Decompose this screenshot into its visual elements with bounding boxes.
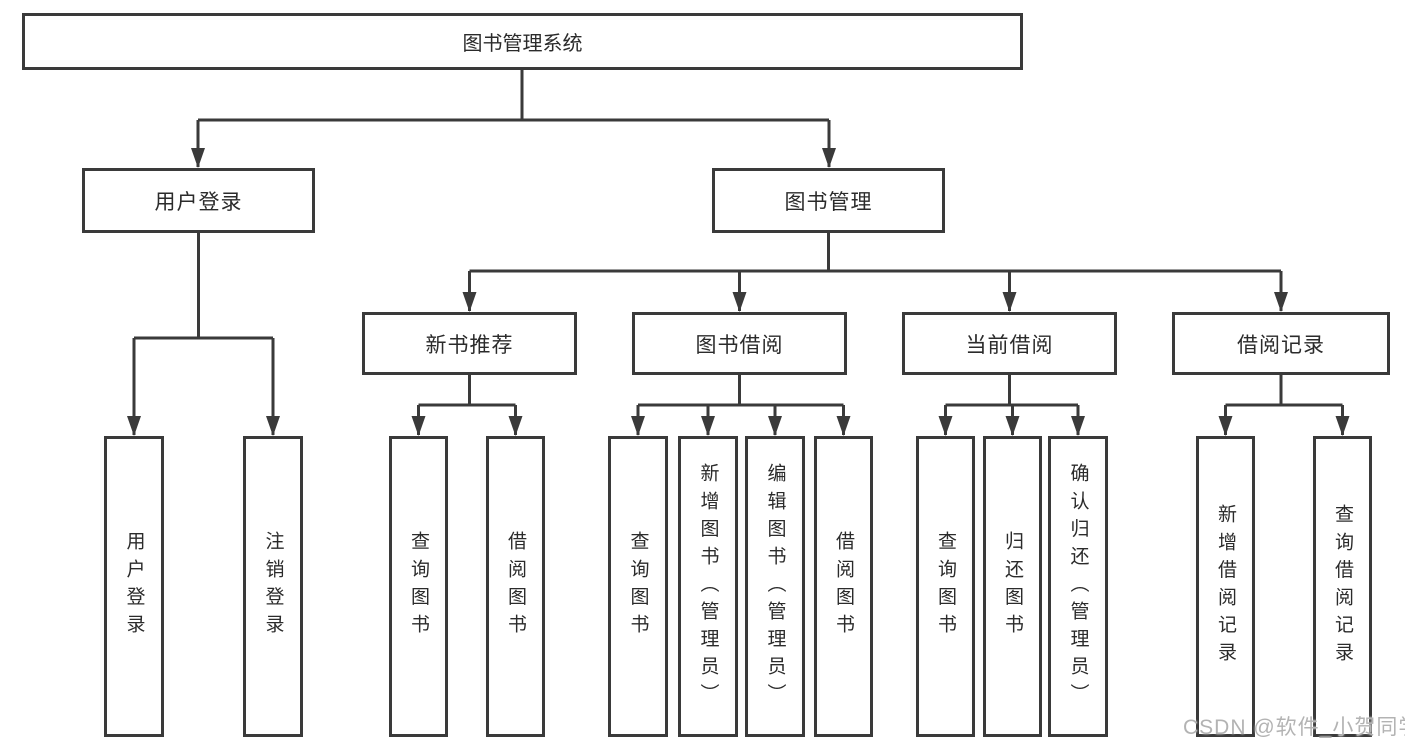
leaf-borrow-books-recommend: 借阅图书 (486, 436, 545, 737)
node-new-book-recommend: 新书推荐 (362, 312, 577, 375)
leaf-add-books-admin: 新增图书（管理员） (678, 436, 738, 737)
leaf-user-login: 用户登录 (104, 436, 164, 737)
node-book-borrowing: 图书借阅 (632, 312, 847, 375)
leaf-edit-books-admin: 编辑图书（管理员） (745, 436, 805, 737)
leaf-confirm-return-admin: 确认归还（管理员） (1048, 436, 1108, 737)
node-book-management-branch: 图书管理 (712, 168, 945, 233)
csdn-watermark: CSDN @软件_小贺同学 (1183, 716, 1405, 739)
node-library-management-system: 图书管理系统 (22, 13, 1023, 70)
node-current-borrowing: 当前借阅 (902, 312, 1117, 375)
leaf-add-borrow-record: 新增借阅记录 (1196, 436, 1255, 737)
leaf-query-borrow-record: 查询借阅记录 (1313, 436, 1372, 737)
node-borrowing-records: 借阅记录 (1172, 312, 1390, 375)
leaf-return-books: 归还图书 (983, 436, 1042, 737)
leaf-borrow-books: 借阅图书 (814, 436, 873, 737)
node-user-login-branch: 用户登录 (82, 168, 315, 233)
leaf-logout: 注销登录 (243, 436, 303, 737)
leaf-query-books-recommend: 查询图书 (389, 436, 448, 737)
leaf-query-books-borrowing: 查询图书 (608, 436, 668, 737)
leaf-query-books-current: 查询图书 (916, 436, 975, 737)
